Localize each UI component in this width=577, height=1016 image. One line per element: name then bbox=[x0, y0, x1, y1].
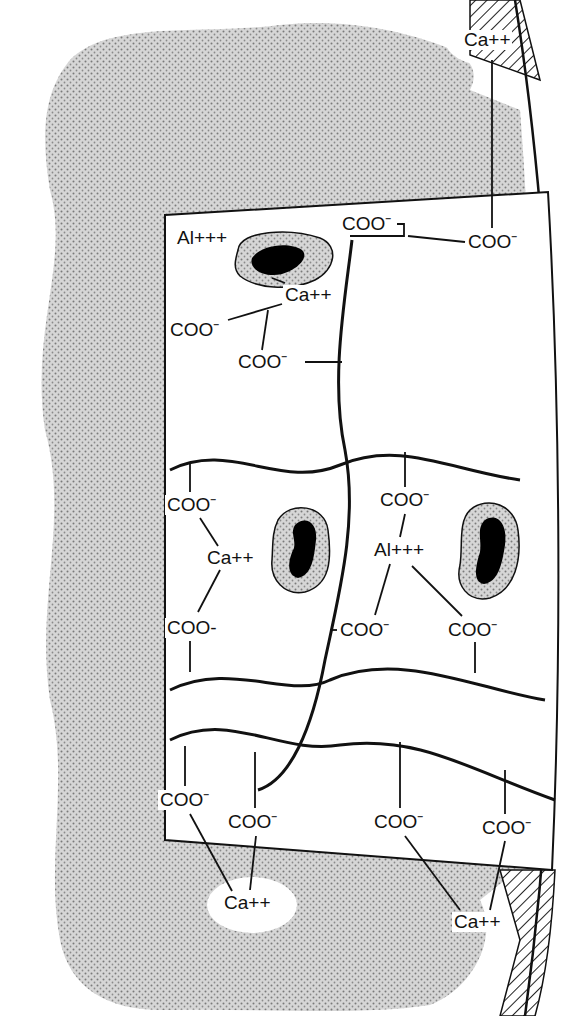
chemical-label: COO⁻ bbox=[158, 790, 211, 810]
glass-particle bbox=[459, 503, 519, 599]
chemical-label: COO⁻ bbox=[168, 320, 221, 340]
chemical-label: Ca++ bbox=[452, 912, 502, 932]
chemical-label: COO⁻ bbox=[372, 812, 425, 832]
glass-particle bbox=[272, 508, 330, 593]
chemical-label: Ca++ bbox=[283, 285, 333, 305]
chemical-label: COO⁻ bbox=[236, 352, 289, 372]
chemical-label: Ca++ bbox=[462, 30, 512, 50]
enlarged-region bbox=[165, 192, 558, 870]
chemical-label: COO- bbox=[165, 618, 219, 638]
polyacid-chain bbox=[170, 240, 555, 800]
chemical-label: COO⁻ bbox=[338, 620, 391, 640]
chemical-label: COO⁻ bbox=[165, 495, 218, 515]
glass-particle bbox=[235, 232, 333, 287]
chemical-label: Ca++ bbox=[205, 548, 255, 568]
chemical-label: COO⁻ bbox=[480, 818, 533, 838]
chemical-label: COO⁻ bbox=[446, 620, 499, 640]
chemical-label: COO⁻ bbox=[226, 812, 279, 832]
chemical-label: COO⁻ bbox=[340, 214, 393, 234]
chemical-label: COO⁻ bbox=[466, 232, 519, 252]
ionic-bond bbox=[185, 60, 505, 910]
chemical-label: COO⁻ bbox=[378, 490, 431, 510]
chemical-label: Al+++ bbox=[175, 228, 229, 248]
chemical-label: Ca++ bbox=[222, 893, 272, 913]
clear-patch bbox=[207, 877, 297, 933]
chemical-label: Al+++ bbox=[372, 540, 426, 560]
